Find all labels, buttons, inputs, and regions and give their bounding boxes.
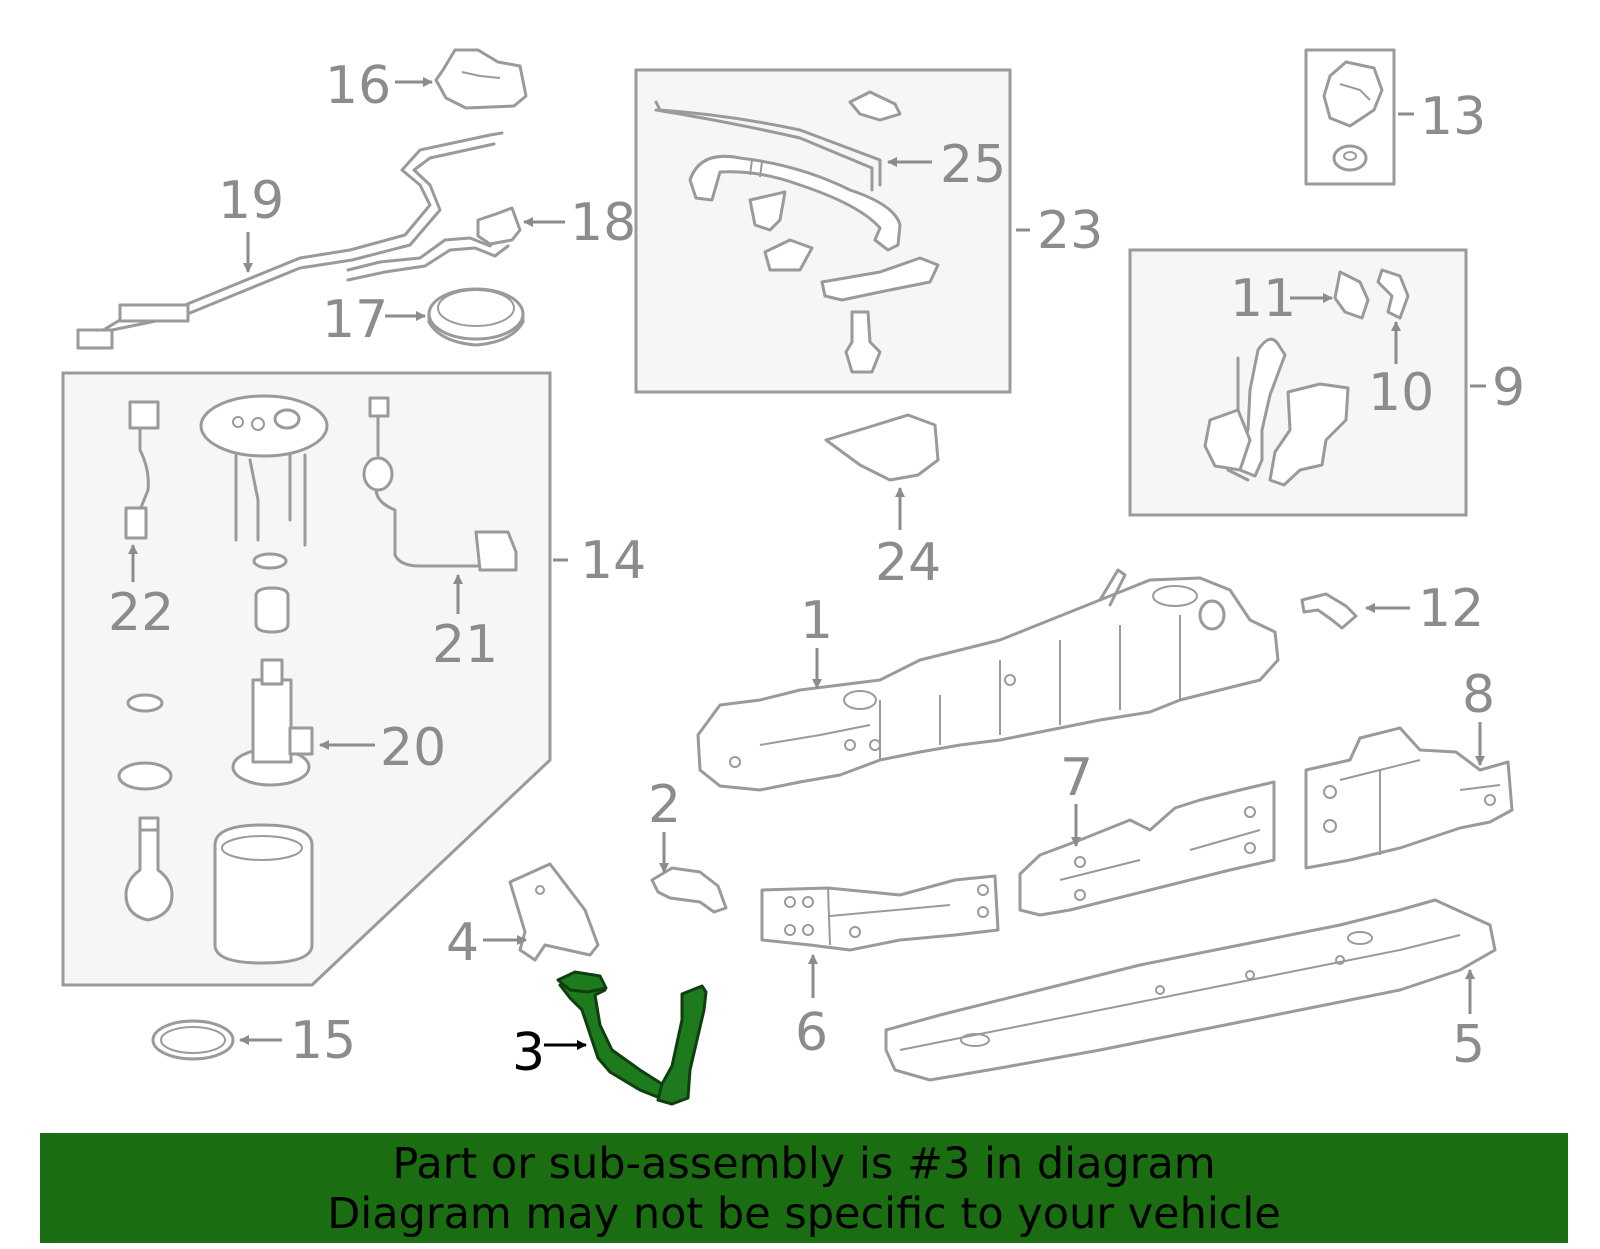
- part-6-shape: [760, 874, 1000, 952]
- label-4: 4: [446, 913, 479, 973]
- label-15: 15: [290, 1011, 356, 1071]
- label-16: 16: [325, 56, 391, 116]
- fuel-cap-group: [1304, 48, 1396, 186]
- label-13: 13: [1420, 87, 1486, 147]
- part-12-shape: [1300, 592, 1358, 630]
- part-16-shape: [434, 48, 528, 110]
- part-18-shape: [346, 206, 522, 282]
- label-12: 12: [1418, 579, 1484, 639]
- label-5: 5: [1452, 1015, 1485, 1075]
- part-8-shape: [1304, 726, 1514, 870]
- label-21: 21: [432, 615, 498, 675]
- vent-tube-assembly-group: [634, 68, 1012, 394]
- part-24-shape: [824, 413, 940, 482]
- filler-pipe-group: [1128, 248, 1468, 517]
- part-3-fuel-tank-strap[interactable]: [556, 970, 708, 1106]
- label-11: 11: [1230, 269, 1296, 329]
- banner-line-2: Diagram may not be specific to your vehi…: [327, 1189, 1281, 1239]
- label-1: 1: [800, 591, 833, 651]
- label-8: 8: [1462, 665, 1495, 725]
- label-25: 25: [940, 135, 1006, 195]
- info-banner: Part or sub-assembly is #3 in diagram Di…: [40, 1133, 1568, 1243]
- part-2-shape: [650, 866, 728, 914]
- label-14: 14: [580, 531, 646, 591]
- leader-arrows: [128, 77, 1486, 1050]
- label-10: 10: [1368, 363, 1434, 423]
- banner-line-1: Part or sub-assembly is #3 in diagram: [392, 1139, 1216, 1189]
- part-7-shape: [1018, 780, 1276, 917]
- label-2: 2: [648, 775, 681, 835]
- part-17-shape: [427, 287, 525, 347]
- label-23: 23: [1037, 201, 1103, 261]
- part-4-shape: [508, 862, 600, 962]
- part-1-fuel-tank: [696, 568, 1280, 792]
- label-22: 22: [108, 583, 174, 643]
- label-17: 17: [322, 290, 388, 350]
- part-15-shape: [151, 1019, 235, 1061]
- label-18: 18: [570, 193, 636, 253]
- fuel-pump-assembly-group: [61, 371, 552, 987]
- part-19-shape: [76, 131, 504, 350]
- part-labels: 16 19 18 17 25 23 13 11 10 9 24 12 14 22…: [108, 56, 1525, 1083]
- part-5-shape: [884, 898, 1497, 1082]
- label-9: 9: [1492, 358, 1525, 418]
- label-7: 7: [1060, 748, 1093, 808]
- label-19: 19: [218, 171, 284, 231]
- label-20: 20: [380, 718, 446, 778]
- label-3: 3: [512, 1023, 545, 1083]
- label-6: 6: [795, 1003, 828, 1063]
- label-24: 24: [875, 533, 941, 593]
